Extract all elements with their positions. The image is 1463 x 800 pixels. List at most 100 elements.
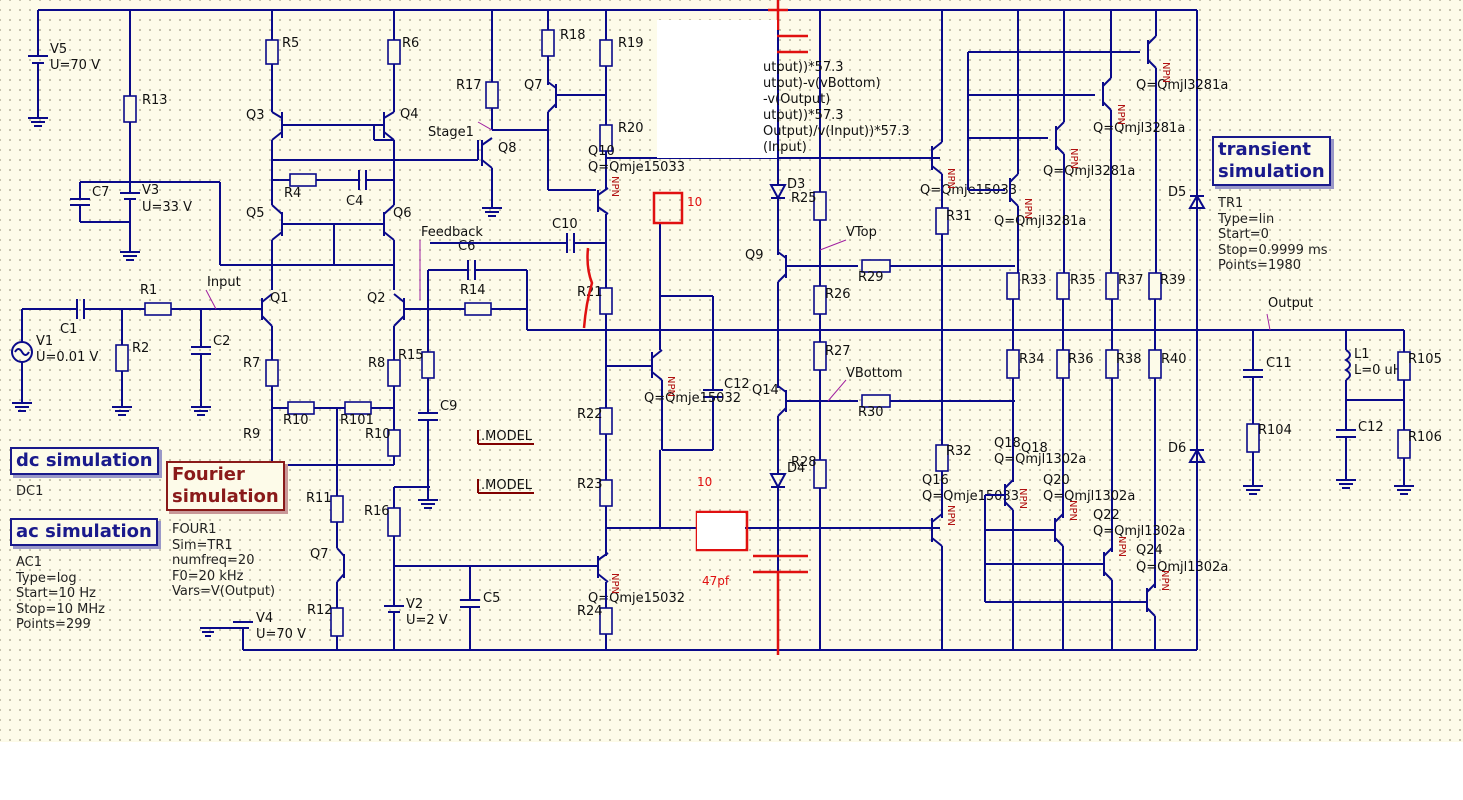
component-label: Q=Qmje15032 — [588, 591, 685, 606]
equation-line: Output)/v(Input))*57.3 — [763, 124, 910, 139]
bias-block: D3 Q9 Q14 D4 R25 R26 R27 R28 R29 R30 — [745, 10, 1015, 650]
param-line: Start=0 — [1218, 227, 1269, 242]
component-label: Q=Qmje15033 — [922, 489, 1019, 504]
ac-simulation-title: ac simulation — [16, 521, 152, 542]
equation-line: (Input) — [763, 140, 807, 155]
stage1: R17 Q8 Stage1 — [428, 10, 548, 217]
component-label: NPN — [1115, 104, 1126, 125]
source-v5[interactable]: V5 U=70 V — [28, 10, 100, 127]
component-label: D6 — [1168, 441, 1186, 456]
component-label: R18 — [560, 28, 586, 43]
fourier-title-line1: Fourier — [172, 464, 245, 485]
component-label: C7 — [92, 185, 109, 200]
component-label: Input — [207, 275, 241, 290]
component-label: R10 — [283, 413, 309, 428]
param-line: Points=299 — [16, 617, 91, 632]
component-label: NPN — [1159, 570, 1170, 591]
component-label: NPN — [1017, 488, 1028, 509]
component-label: Q10 — [588, 144, 615, 159]
component-label: R13 — [142, 93, 168, 108]
equation-line: utput))*57.3 — [763, 108, 844, 123]
component-label: C12 — [1358, 420, 1384, 435]
param-line: Type=lin — [1218, 211, 1275, 227]
component-label: U=33 V — [142, 200, 192, 215]
vas-stage: R18 Q7 R19 R20 Q10 Q=Qmje15033 NPN C10 R… — [394, 10, 940, 650]
feedback-network: C6 R14 R15 C9 Feedback — [398, 225, 528, 509]
component-label: C6 — [458, 239, 475, 254]
component-label: R105 — [1408, 352, 1442, 367]
output-top: Q=Qmjl3281a NPN Q=Qmjl3281a NPN Q=Qmjl32… — [967, 10, 1228, 350]
component-label: R10 — [365, 427, 391, 442]
component-label: Q7 — [310, 547, 329, 562]
param-line: numfreq=20 — [172, 553, 255, 568]
param-line: Points=1980 — [1218, 258, 1302, 273]
component-label: Q=Qmjl1302a — [1093, 524, 1185, 539]
bias-section: R13 V3 U=33 V C7 — [70, 10, 394, 266]
component-label: R23 — [577, 477, 603, 492]
component-label: R17 — [456, 78, 482, 93]
component-label: R19 — [618, 36, 644, 51]
param-line: Stop=10 MHz — [16, 601, 105, 617]
param-line: TR1 — [1218, 196, 1244, 211]
dc-simulation-box[interactable]: dc simulation — [10, 447, 159, 475]
component-label: NPN — [1068, 148, 1079, 169]
component-label: Q9 — [745, 248, 764, 263]
component-label: U=0.01 V — [36, 350, 98, 365]
model-labels: .MODEL .MODEL — [477, 429, 534, 494]
component-label: C5 — [483, 591, 500, 606]
component-label: U=2 V — [406, 613, 448, 628]
component-label: NPN — [1116, 536, 1127, 557]
component-label: NPN — [665, 376, 676, 397]
component-label: R15 — [398, 348, 424, 363]
component-label: Q3 — [246, 108, 265, 123]
component-label: U=70 V — [50, 58, 100, 73]
component-label: VBottom — [846, 366, 903, 381]
component-label: R104 — [1258, 423, 1292, 438]
component-label: 10 — [697, 475, 712, 489]
component-label: Q2 — [367, 291, 386, 306]
component-label: R37 — [1118, 273, 1144, 288]
component-label: V3 — [142, 183, 159, 198]
component-label: R24 — [577, 604, 603, 619]
component-label: R8 — [368, 356, 385, 371]
component-label: R1 — [140, 283, 157, 298]
param-line: AC1 — [16, 555, 43, 570]
component-label: R106 — [1408, 430, 1442, 445]
component-label: C2 — [213, 334, 230, 349]
component-label: Q=Qmjl1302a — [1136, 560, 1228, 575]
param-line: F0=20 kHz — [172, 568, 244, 584]
component-label: NPN — [945, 505, 956, 526]
ac-simulation-box[interactable]: ac simulation — [10, 518, 158, 546]
component-label: C10 — [552, 217, 578, 232]
component-label: 10 — [687, 195, 702, 209]
param-line: Start=10 Hz — [16, 586, 96, 601]
flyback-diodes: D5 D6 — [1168, 185, 1206, 463]
component-label: C11 — [1266, 356, 1292, 371]
fourier-title-line2: simulation — [172, 486, 279, 507]
component-label: Q=Qmjl3281a — [1136, 78, 1228, 93]
component-label: R25 — [791, 191, 817, 206]
component-label: NPN — [1022, 198, 1033, 219]
component-label: R39 — [1160, 273, 1186, 288]
component-label: Q=Qmjl3281a — [994, 214, 1086, 229]
component-label: D4 — [787, 461, 805, 476]
component-label: R36 — [1068, 352, 1094, 367]
component-label: Q=Qmjl1302a — [1043, 489, 1135, 504]
component-label: R20 — [618, 121, 644, 136]
component-label: R9 — [243, 427, 260, 442]
component-label: NPN — [1160, 62, 1171, 83]
component-label: R29 — [858, 270, 884, 285]
component-label: V4 — [256, 611, 273, 626]
component-label: NPN — [609, 573, 620, 594]
output-drivers: Q=Qmje15033 NPN R31 R32 Q16 Q=Qmje15033 … — [920, 10, 1019, 650]
component-label: V5 — [50, 42, 67, 57]
component-label: L1 — [1354, 347, 1370, 362]
component-label: R32 — [946, 444, 972, 459]
equation-line: utput)-v(vBottom) — [763, 76, 881, 91]
component-label: VTop — [846, 225, 877, 240]
